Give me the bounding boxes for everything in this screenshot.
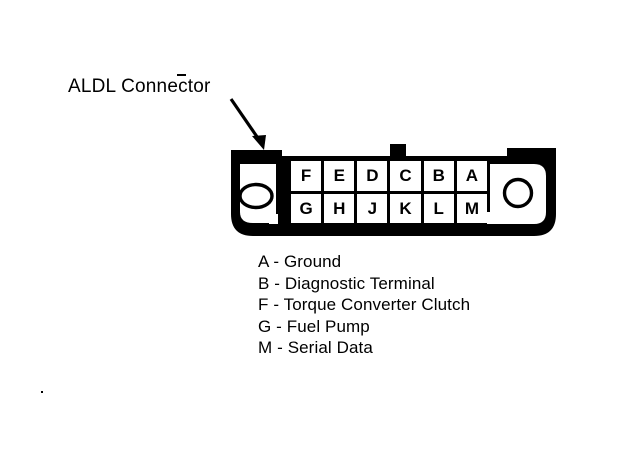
pin-cell-m: M — [456, 193, 487, 223]
legend-key: G — [258, 316, 272, 336]
legend-row: F - Torque Converter Clutch — [258, 294, 470, 316]
arrow-down-right-icon — [229, 98, 266, 150]
legend-key: B — [258, 273, 270, 293]
pin-cell-c: C — [390, 161, 421, 191]
legend-key: F — [258, 295, 269, 314]
pin-legend: A - Ground B - Diagnostic Terminal F - T… — [258, 251, 470, 359]
pin-cell-k: K — [390, 193, 421, 223]
pin-cell-e: E — [324, 161, 355, 191]
legend-separator: - — [273, 295, 280, 314]
callout-tick-mark — [177, 74, 186, 76]
callout-label: ALDL Connector — [68, 76, 211, 97]
legend-description: Serial Data — [287, 338, 373, 357]
legend-separator: - — [277, 338, 283, 357]
legend-description: Torque Converter Clutch — [283, 295, 471, 314]
scan-speck — [41, 391, 43, 393]
legend-separator: - — [273, 252, 280, 271]
legend-row: G - Fuel Pump — [258, 316, 470, 338]
pin-cell-d: D — [357, 161, 388, 191]
legend-row: A - Ground — [258, 251, 470, 273]
pin-cell-j: J — [357, 193, 388, 223]
legend-separator: - — [274, 273, 281, 293]
legend-description: Diagnostic Terminal — [284, 273, 435, 293]
legend-row: M - Serial Data — [258, 337, 470, 359]
pin-cell-f: F — [291, 161, 322, 191]
pin-cell-a: A — [456, 161, 487, 191]
pin-cell-l: L — [423, 193, 454, 223]
pin-grid: F E D C B A G H J K L M — [291, 161, 487, 223]
legend-description: Fuel Pump — [286, 316, 370, 336]
legend-description: Ground — [283, 252, 342, 271]
legend-key: A — [258, 252, 269, 271]
legend-separator: - — [276, 316, 282, 336]
pin-cell-h: H — [324, 193, 355, 223]
legend-key: M — [258, 338, 273, 357]
pin-cell-b: B — [423, 161, 454, 191]
legend-row: B - Diagnostic Terminal — [258, 273, 470, 295]
pin-cell-g: G — [291, 193, 322, 223]
